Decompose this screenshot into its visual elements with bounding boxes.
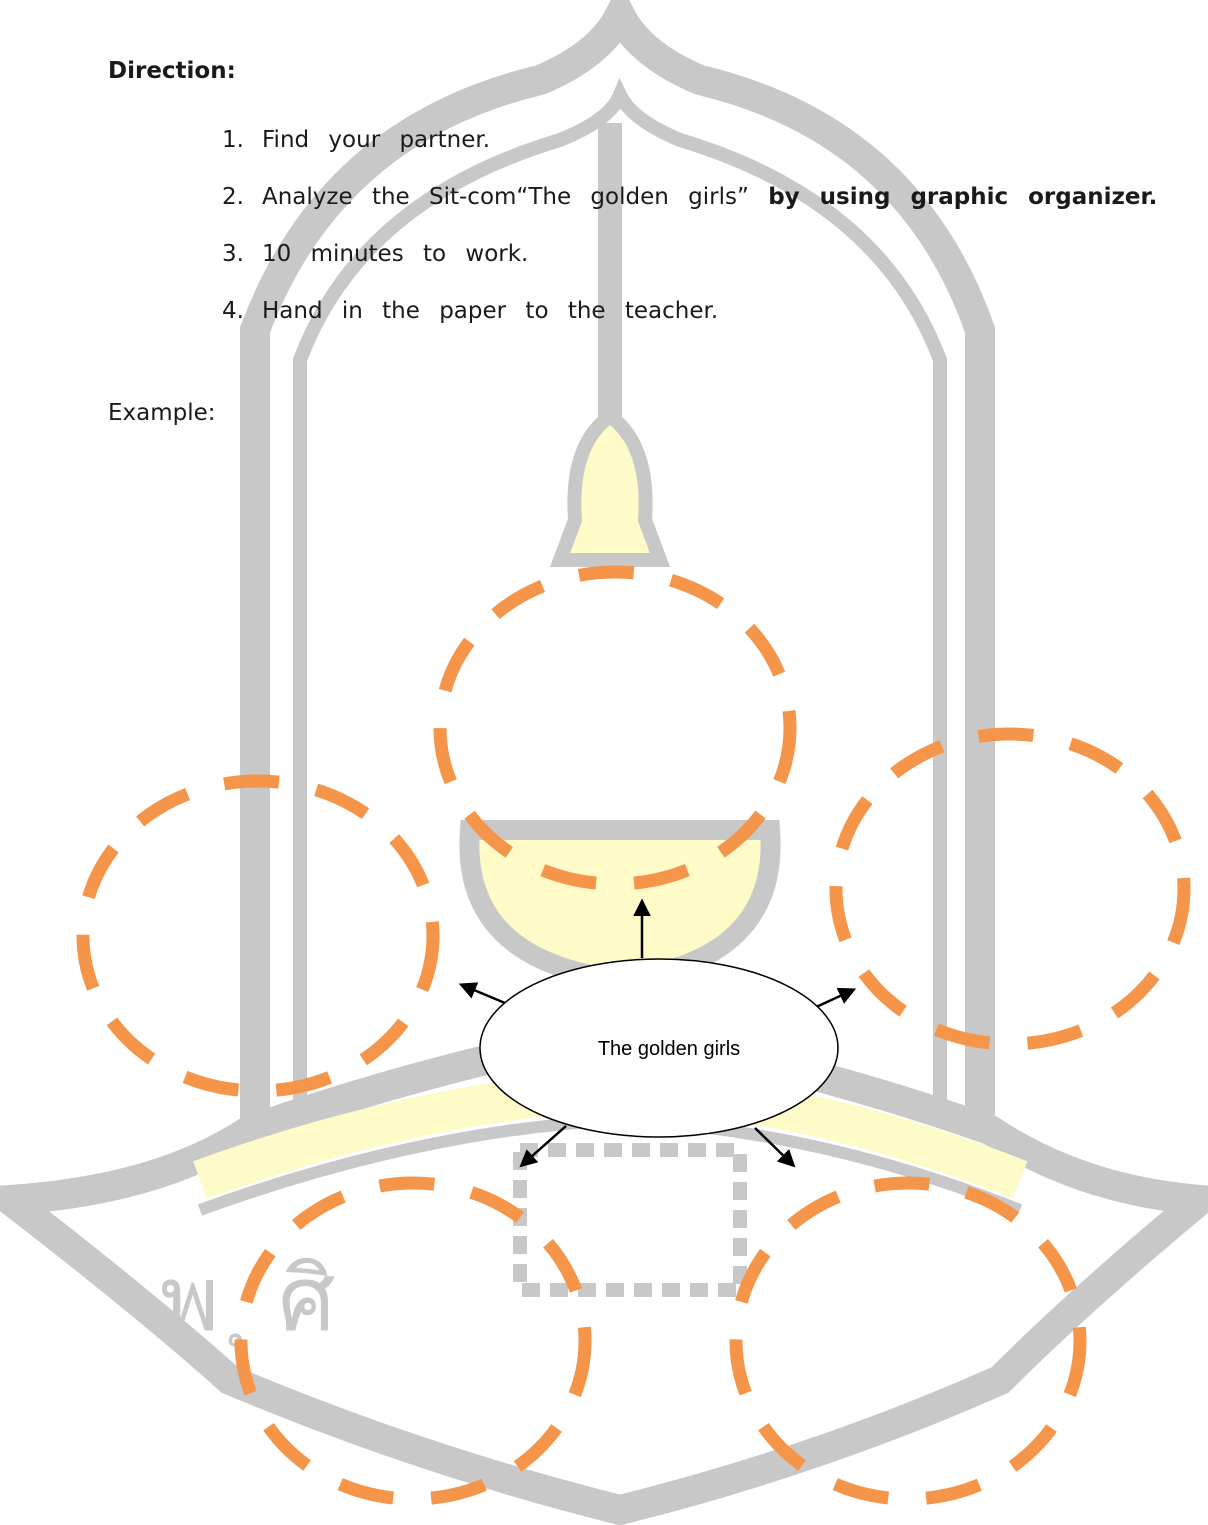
arrow-bottom-right bbox=[755, 1128, 793, 1165]
arrow-right bbox=[814, 990, 853, 1008]
bubble-bottom-left bbox=[241, 1183, 585, 1499]
arrow-bottom-left bbox=[522, 1126, 566, 1165]
center-node-label: The golden girls bbox=[598, 1038, 740, 1060]
bubble-right bbox=[836, 734, 1184, 1044]
arrow-left bbox=[462, 985, 505, 1003]
bubble-top bbox=[440, 572, 790, 884]
bubble-left bbox=[83, 781, 433, 1091]
bubble-bottom-right bbox=[736, 1183, 1080, 1499]
